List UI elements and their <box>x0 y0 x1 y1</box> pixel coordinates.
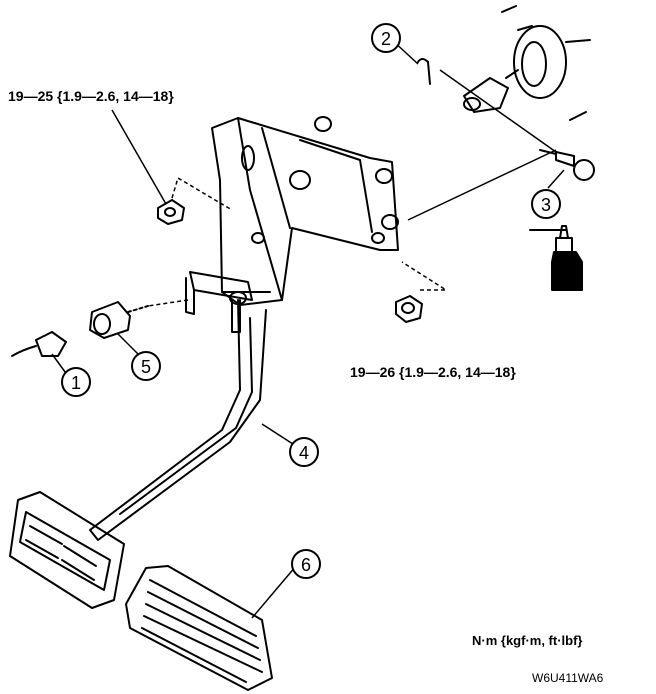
callout-5: 5 <box>131 351 161 381</box>
callout-6-number: 6 <box>301 555 311 575</box>
brake-pedal-arm <box>89 299 267 541</box>
torque-spec-upper: 19—25 {1.9—2.6, 14—18} <box>8 88 174 104</box>
lower-nut <box>395 295 423 323</box>
callout-1-number: 1 <box>71 373 81 393</box>
pedal-clip <box>417 58 519 113</box>
units-note: N·m {kgf·m, ft·lbf} <box>472 633 583 648</box>
callout-3-number: 3 <box>541 195 551 215</box>
callout-5-number: 5 <box>141 357 151 377</box>
leader-lines <box>51 39 565 619</box>
callout-6: 6 <box>291 549 321 579</box>
callout-2: 2 <box>371 23 401 53</box>
accelerator-pedal <box>125 565 273 691</box>
callout-3: 3 <box>531 189 561 219</box>
stop-light-switch <box>89 301 149 339</box>
master-cylinder-pushrod <box>501 5 591 121</box>
pedal-bracket <box>185 116 399 333</box>
brake-pedal-pad <box>9 491 125 609</box>
callout-1: 1 <box>61 367 91 397</box>
callout-4-number: 4 <box>299 443 309 463</box>
callout-2-number: 2 <box>381 29 391 49</box>
figure-id: W6U411WA6 <box>532 671 604 685</box>
switch-connector <box>11 331 67 357</box>
callout-4: 4 <box>289 437 319 467</box>
pivot-bolt <box>539 149 595 181</box>
lubricant-tube <box>529 225 583 291</box>
upper-nut <box>157 199 185 225</box>
torque-spec-lower: 19—26 {1.9—2.6, 14—18} <box>350 364 516 380</box>
